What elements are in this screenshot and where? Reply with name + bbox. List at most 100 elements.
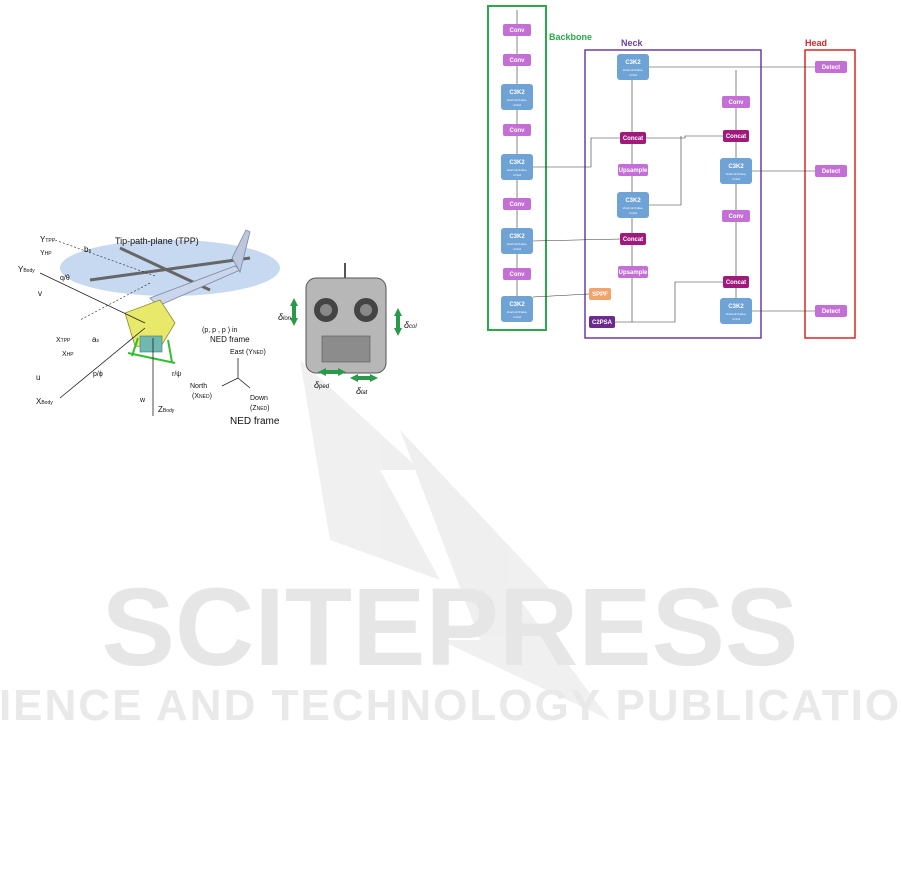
svg-text:Conv: Conv [510, 28, 526, 34]
svg-text:n=3xd: n=3xd [513, 103, 522, 107]
watermark-triangle-shape [400, 430, 610, 720]
svg-text:C3K2: C3K2 [728, 164, 744, 170]
label-north-x: (XNED) [192, 393, 212, 400]
rotor-blade-1 [89, 256, 251, 282]
label-north: North [190, 383, 207, 390]
arrow-col [394, 308, 402, 336]
label-x-tpp: XTPP [56, 337, 71, 344]
label-v: v [38, 289, 42, 298]
label-z-body: ZBody [158, 405, 175, 414]
label-position: (p, p , p ) in [202, 327, 238, 334]
label-delta-lat: δlat [356, 386, 368, 396]
svg-text:shortcut=False,: shortcut=False, [726, 172, 747, 176]
arrow-ped [318, 368, 346, 376]
svg-text:n=3xd: n=3xd [513, 247, 522, 251]
svg-text:C3K2: C3K2 [509, 160, 525, 166]
ned-axis-north [221, 377, 239, 387]
svg-text:Conv: Conv [729, 100, 745, 106]
head-label: Head [805, 38, 827, 48]
label-q-theta: q/θ [60, 275, 70, 282]
svg-text:n=3xd: n=3xd [732, 317, 741, 321]
axis-y-tpp [54, 239, 156, 277]
label-x-body: XBody [36, 397, 53, 406]
svg-text:Detect: Detect [822, 169, 840, 175]
svg-text:C3K2: C3K2 [625, 60, 641, 66]
yolo-architecture-diagram: Backbone Neck Head Conv Conv C3K2 shortcu… [487, 5, 856, 339]
svg-text:Upsample: Upsample [619, 168, 648, 174]
svg-text:Concat: Concat [726, 280, 746, 286]
svg-text:Conv: Conv [729, 214, 745, 220]
watermark-subtitle: SCIENCE AND TECHNOLOGY PUBLICATIONS [0, 681, 901, 730]
svg-text:shortcut=False,: shortcut=False, [507, 310, 528, 314]
label-y-body: YBody [18, 265, 35, 274]
rc-transmitter [305, 263, 387, 374]
arrow-lon [290, 298, 298, 326]
axis-x-tpp [79, 282, 151, 321]
svg-text:C3K2: C3K2 [509, 302, 525, 308]
svg-text:n=3xd: n=3xd [629, 211, 638, 215]
svg-text:shortcut=False,: shortcut=False, [726, 312, 747, 316]
helicopter-body [124, 299, 176, 349]
svg-text:Upsample: Upsample [619, 270, 648, 276]
svg-text:Conv: Conv [510, 202, 526, 208]
helicopter-figure: Tip-path-plane (TPP) YTPP bs YHP YBody q… [18, 229, 417, 427]
watermark-title: SCITEPRESS [102, 566, 799, 689]
svg-text:Concat: Concat [623, 136, 643, 142]
engine-block [139, 335, 163, 353]
svg-text:Concat: Concat [726, 134, 746, 140]
label-down: Down [250, 395, 268, 402]
label-a-s: as [92, 335, 99, 344]
svg-text:C3K2: C3K2 [509, 90, 525, 96]
ned-axis-down [237, 377, 251, 389]
svg-text:C3K2: C3K2 [728, 304, 744, 310]
arrow-lat [350, 374, 378, 382]
label-down-z: (ZNED) [250, 405, 270, 412]
axis-x-body [59, 327, 146, 399]
label-y-hp: YHP [40, 250, 52, 257]
label-u: u [36, 373, 40, 382]
tail-fin [231, 229, 251, 274]
head-frame [804, 49, 856, 339]
label-delta-col: δcol [404, 320, 417, 330]
neck-frame [584, 49, 762, 339]
svg-text:shortcut=False,: shortcut=False, [623, 68, 644, 72]
tpp-label: Tip-path-plane (TPP) [115, 236, 199, 246]
svg-text:Conv: Conv [510, 272, 526, 278]
label-p-phi: p/ϕ [93, 371, 103, 378]
svg-text:Conv: Conv [510, 128, 526, 134]
head-column: Detect Detect Detect [815, 61, 847, 317]
label-ned-frame: NED frame [230, 416, 280, 427]
svg-text:C2PSA: C2PSA [592, 320, 613, 326]
svg-text:n=3xd: n=3xd [513, 173, 522, 177]
landing-skids [127, 337, 176, 364]
label-delta-ped: δped [314, 380, 330, 390]
label-x-hp: XHP [62, 351, 74, 358]
svg-text:C3K2: C3K2 [625, 198, 641, 204]
svg-text:Conv: Conv [510, 58, 526, 64]
label-y-tpp: YTPP [40, 235, 56, 244]
svg-text:Detect: Detect [822, 65, 840, 71]
neck-label: Neck [621, 38, 644, 48]
svg-text:shortcut=False,: shortcut=False, [507, 98, 528, 102]
svg-text:shortcut=False,: shortcut=False, [507, 168, 528, 172]
svg-text:SPPF: SPPF [592, 292, 608, 298]
axis-y-body [39, 272, 146, 324]
svg-text:n=3xd: n=3xd [732, 177, 741, 181]
neck-left-column: C3K2 shortcut=False, n=3xd Concat Upsample… [589, 54, 649, 328]
svg-text:Detect: Detect [822, 309, 840, 315]
label-b-s: bs [84, 245, 91, 254]
label-r-psi: r/ψ [172, 371, 181, 378]
backbone-frame [487, 5, 547, 331]
connections [532, 66, 815, 323]
svg-text:n=3xd: n=3xd [513, 315, 522, 319]
label-ned-frame-in: NED frame [210, 335, 250, 344]
svg-text:shortcut=False,: shortcut=False, [507, 242, 528, 246]
svg-text:C3K2: C3K2 [509, 234, 525, 240]
svg-text:Concat: Concat [623, 237, 643, 243]
watermark-arrow-shape [300, 360, 440, 580]
label-delta-lon: δlon [278, 312, 292, 322]
backbone-label: Backbone [549, 32, 592, 42]
